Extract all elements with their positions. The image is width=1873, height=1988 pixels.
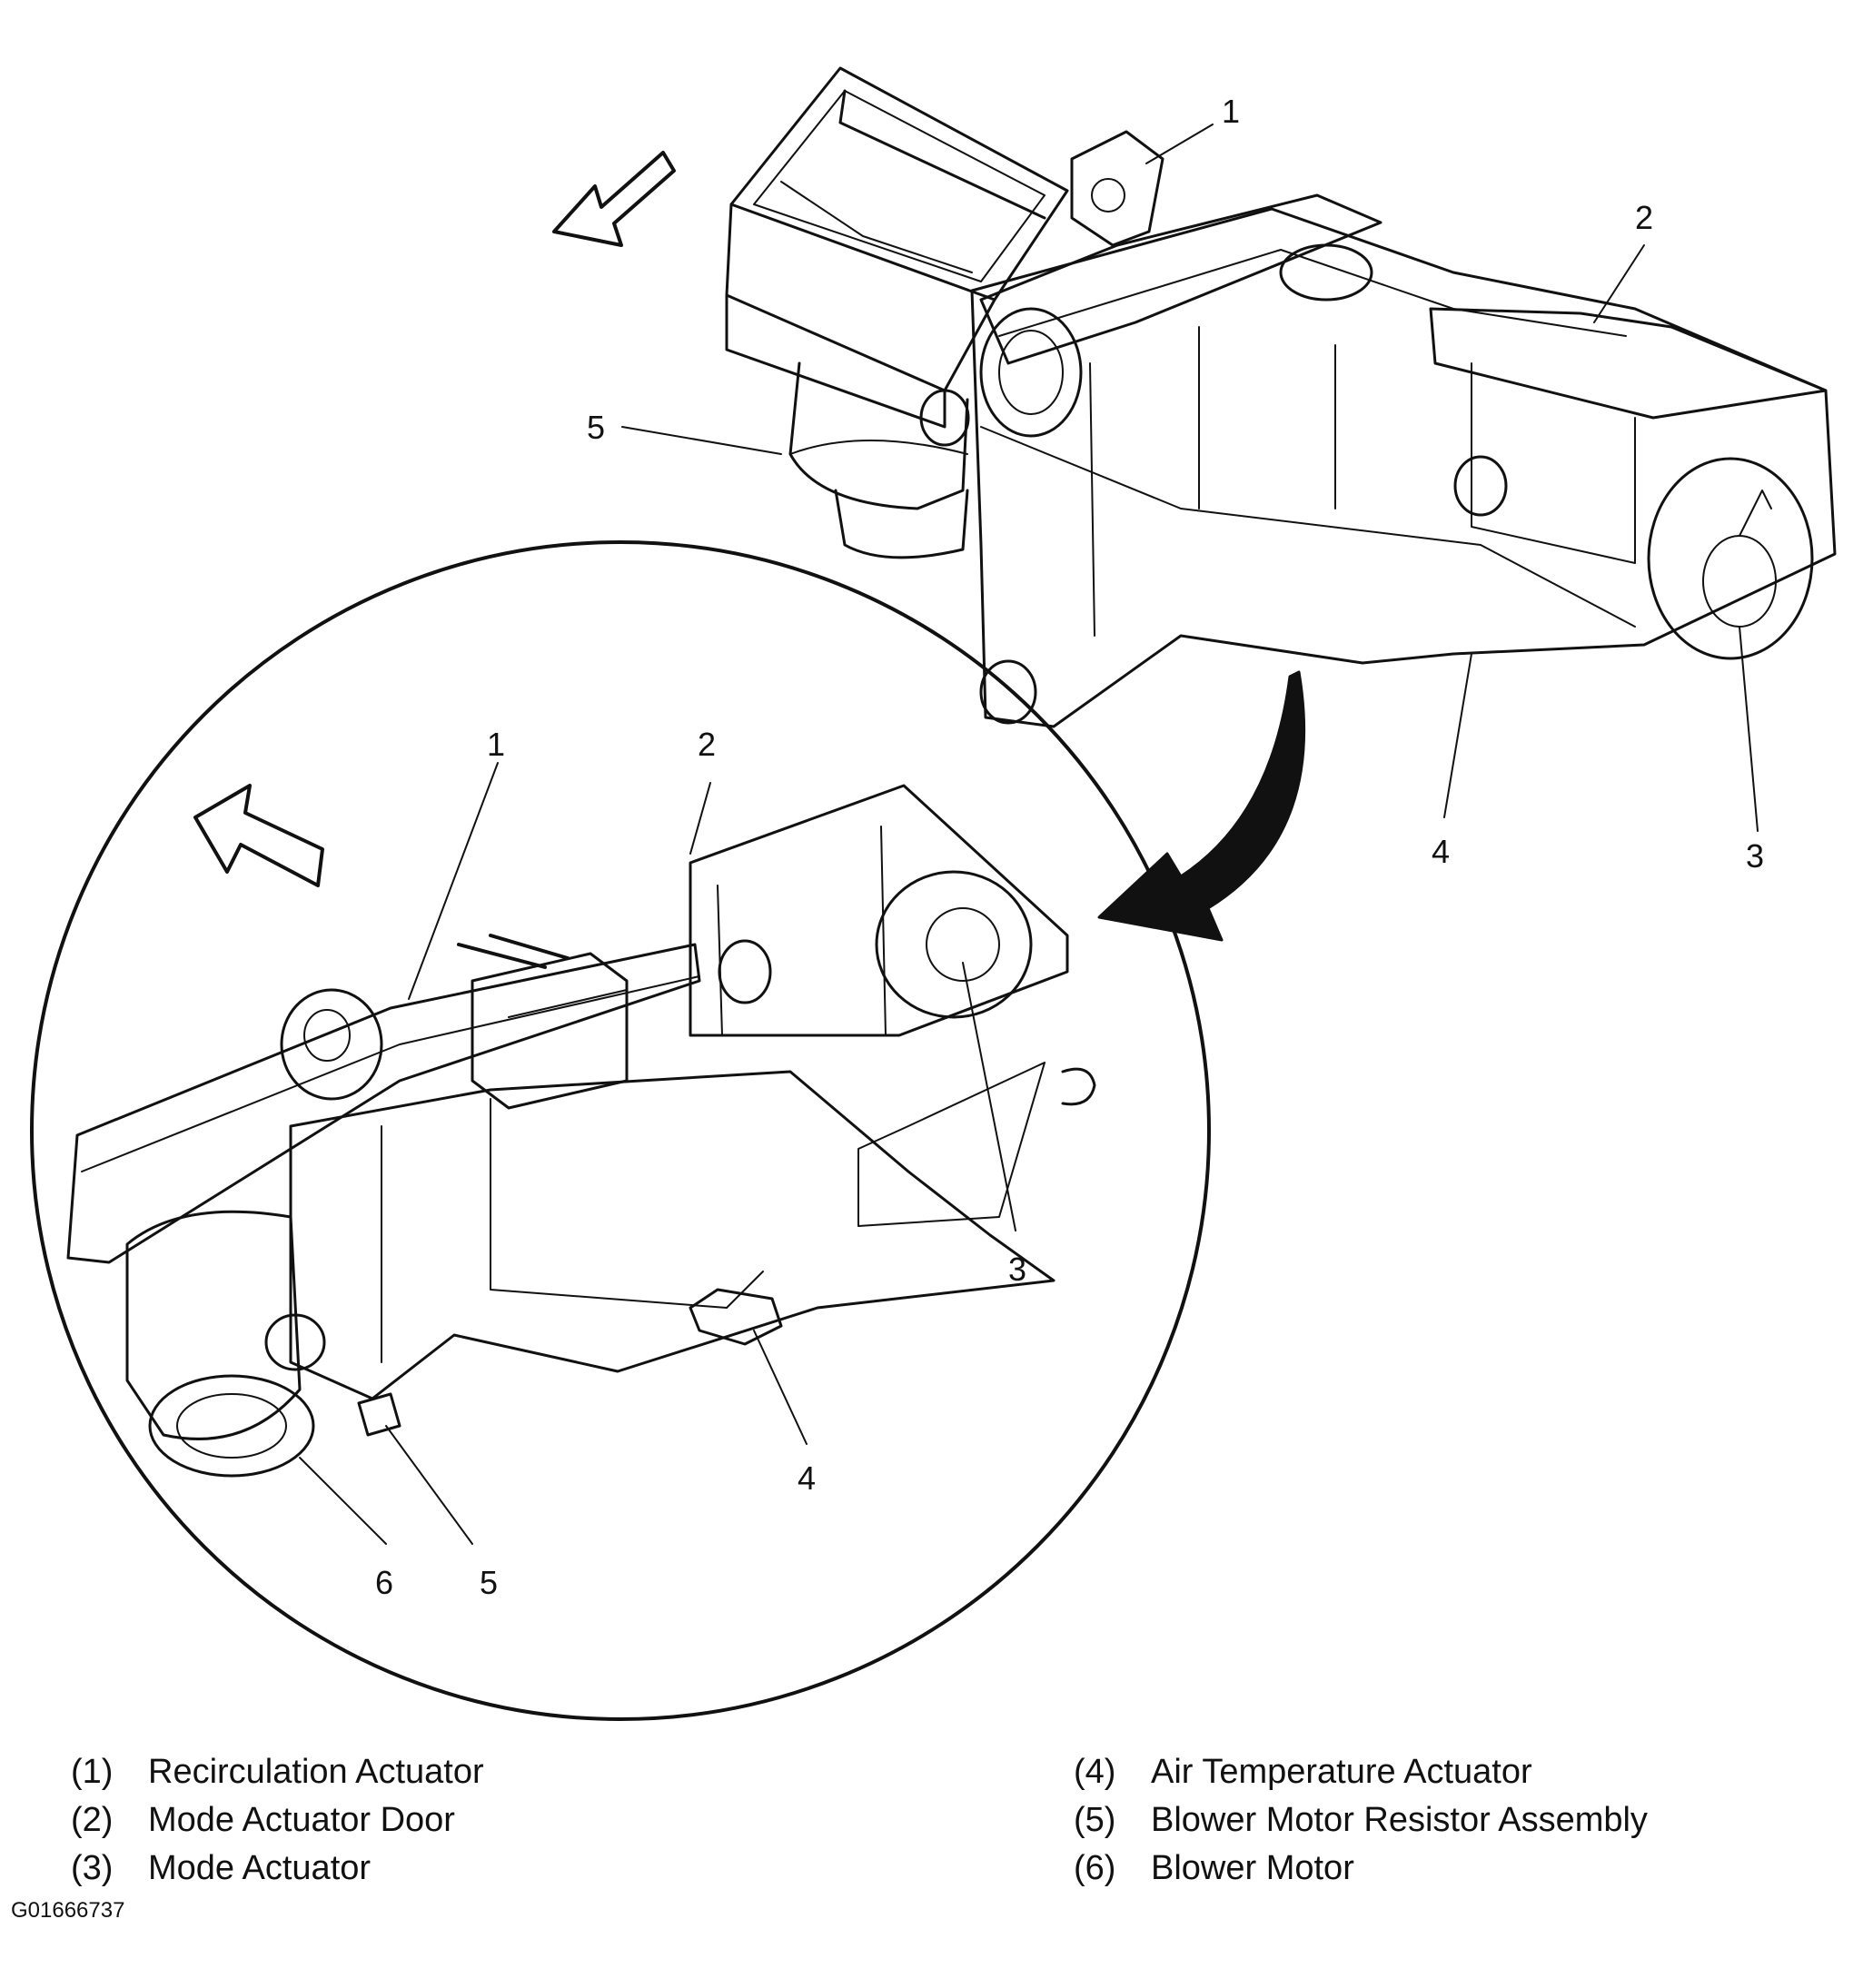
legend-item: (4) Air Temperature Actuator <box>1074 1748 1648 1796</box>
legend-item: (3) Mode Actuator <box>71 1845 484 1893</box>
blower-case <box>729 66 1069 302</box>
curved-pointer-arrow <box>1097 670 1306 942</box>
legend-number: (1) <box>71 1753 114 1791</box>
callout-top-2: 2 <box>1635 199 1653 236</box>
legend-item: (2) Mode Actuator Door <box>71 1796 484 1845</box>
air-temp-actuator-inset <box>689 1288 783 1346</box>
callout-inset-5: 5 <box>480 1564 498 1601</box>
callout-inset-4: 4 <box>798 1459 816 1497</box>
legend-number: (6) <box>1074 1849 1116 1887</box>
legend-label: Mode Actuator <box>148 1849 372 1887</box>
callout-top-1: 1 <box>1222 93 1240 130</box>
callout-inset-3: 3 <box>1008 1251 1026 1288</box>
callout-inset-1: 1 <box>487 726 505 763</box>
legend-label: Recirculation Actuator <box>148 1753 484 1791</box>
direction-arrow-top <box>552 151 676 247</box>
resistor-assembly-inset <box>357 1392 401 1437</box>
legend-number: (3) <box>71 1849 114 1887</box>
callout-top-3: 3 <box>1746 837 1764 875</box>
callout-inset-2: 2 <box>698 726 716 763</box>
recirc-actuator-inset <box>280 988 383 1101</box>
top-leader-lines <box>621 124 1759 832</box>
detail-inset-circle <box>30 540 1211 1721</box>
callout-top-5: 5 <box>587 409 605 446</box>
figure-id: G01666737 <box>11 1898 125 1923</box>
blower-motor-inset <box>125 1210 315 1478</box>
legend-label: Blower Motor <box>1151 1849 1354 1887</box>
inset-leader-lines <box>299 762 1016 1545</box>
legend-label: Air Temperature Actuator <box>1151 1753 1532 1791</box>
legend-number: (5) <box>1074 1801 1116 1839</box>
legend-label: Blower Motor Resistor Assembly <box>1151 1801 1648 1839</box>
hvac-module-detail-view <box>66 784 1096 1478</box>
mode-actuator-top <box>1647 457 1814 660</box>
recirc-actuator-top <box>1070 130 1164 247</box>
legend-item: (5) Blower Motor Resistor Assembly <box>1074 1796 1648 1845</box>
callout-inset-6: 6 <box>375 1564 393 1601</box>
direction-arrow-inset <box>193 784 324 887</box>
hvac-module-top-view <box>552 66 1837 728</box>
hvac-module-illustration: 1 2 3 4 5 1 2 3 4 5 6 <box>30 66 1837 1721</box>
legend-left-column: (1) Recirculation Actuator (2) Mode Actu… <box>71 1748 484 1893</box>
callout-top-4: 4 <box>1432 833 1450 870</box>
legend-number: (4) <box>1074 1753 1116 1791</box>
legend-right-column: (4) Air Temperature Actuator (5) Blower … <box>1074 1748 1648 1893</box>
legend-number: (2) <box>71 1801 114 1839</box>
legend-item: (1) Recirculation Actuator <box>71 1748 484 1796</box>
legend-label: Mode Actuator Door <box>148 1801 455 1839</box>
module-body <box>970 207 1837 728</box>
blower-motor-top <box>788 361 969 559</box>
legend-item: (6) Blower Motor <box>1074 1845 1648 1893</box>
